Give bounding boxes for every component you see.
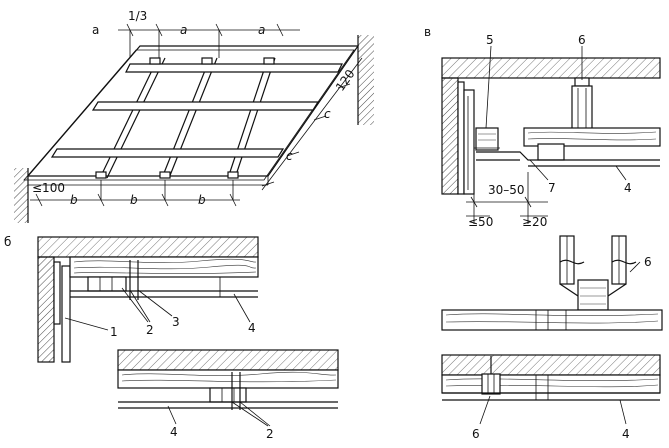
callout-4-lower: 4	[170, 425, 178, 439]
panel-b-sections: б 1 2 3 4 4 2	[4, 235, 339, 441]
dim-le-100: ≤100	[32, 181, 65, 195]
callout-6-middle: 6	[644, 255, 652, 269]
dim-c-upper: c	[324, 107, 331, 121]
callout-4-upper: 4	[248, 321, 256, 335]
callout-2-upper: 2	[146, 323, 154, 337]
callout-2-lower: 2	[266, 427, 274, 441]
cross-battens	[50, 63, 343, 158]
panel-v-sections: в 5 6 7 4 30–50 ≤50 ≥20 6	[424, 25, 663, 441]
panel-a-label: а	[92, 23, 99, 37]
dim-a-second: a	[258, 23, 265, 37]
panel-a-isometric-frame: а 1/3 a a 120 c c ≤100 b b b	[14, 9, 374, 223]
callout-5: 5	[486, 33, 494, 47]
dim-c-lower: c	[286, 149, 293, 163]
dim-ge-20: ≥20	[522, 215, 547, 229]
callout-6-top: 6	[578, 33, 586, 47]
left-wall-hatch	[14, 168, 28, 223]
callout-3: 3	[172, 315, 180, 329]
dim-one-third: 1/3	[128, 9, 147, 23]
dim-a-first: a	[180, 23, 187, 37]
dim-b-third: b	[198, 193, 206, 207]
callout-6-bottom: 6	[472, 427, 480, 441]
callout-1: 1	[110, 325, 118, 339]
callout-4-bottom: 4	[622, 427, 630, 441]
right-wall-hatch	[358, 35, 374, 125]
dim-le-50: ≤50	[468, 215, 493, 229]
dim-b-first: b	[70, 193, 78, 207]
diagonal-battens	[99, 57, 276, 179]
callout-4-v: 4	[624, 181, 632, 195]
panel-v-label: в	[424, 25, 431, 39]
dim-30-50: 30–50	[488, 183, 525, 197]
panel-b-label: б	[4, 235, 11, 249]
callout-7: 7	[548, 181, 556, 195]
dim-b-second: b	[130, 193, 138, 207]
